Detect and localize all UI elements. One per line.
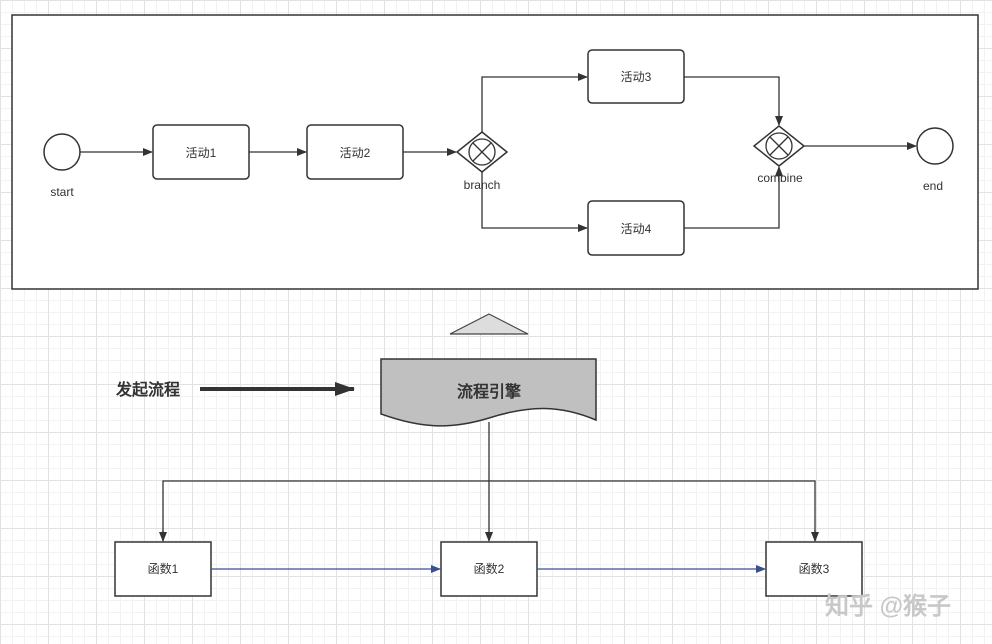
flow-branch-activity3 [481, 73, 588, 132]
start-label: start [50, 185, 74, 199]
combine-label: combine [757, 171, 803, 185]
function-1-label: 函数1 [148, 561, 179, 576]
end-event[interactable]: end [916, 127, 954, 193]
flow-branch-activity4 [481, 172, 588, 232]
activity-3[interactable]: 活动3 [587, 49, 685, 104]
activity-1-label: 活动1 [186, 146, 217, 160]
function-3[interactable]: 函数3 [765, 541, 863, 597]
activity-4[interactable]: 活动4 [587, 200, 685, 256]
trigger-label: 发起流程 [115, 380, 180, 399]
activity-2-label: 活动2 [340, 146, 371, 160]
flow-activity3-combine [684, 76, 783, 126]
function-2-label: 函数2 [474, 561, 505, 576]
function-1[interactable]: 函数1 [114, 541, 212, 597]
activity-3-label: 活动3 [621, 70, 652, 84]
process-engine[interactable]: 流程引擎 [380, 358, 597, 427]
activity-1[interactable]: 活动1 [152, 124, 250, 180]
activity-4-label: 活动4 [621, 222, 652, 236]
watermark: 知乎 @猴子 [825, 592, 951, 620]
function-3-label: 函数3 [799, 561, 830, 576]
combine-gateway[interactable]: combine [752, 125, 806, 185]
end-label: end [923, 179, 943, 193]
flow-engine-bus [162, 480, 816, 541]
engine-label: 流程引擎 [457, 382, 522, 401]
activity-2[interactable]: 活动2 [306, 124, 404, 180]
start-event[interactable]: start [43, 133, 81, 199]
flow-activity4-combine [684, 166, 783, 229]
triangle-up-icon [449, 313, 529, 335]
function-2[interactable]: 函数2 [440, 541, 538, 597]
